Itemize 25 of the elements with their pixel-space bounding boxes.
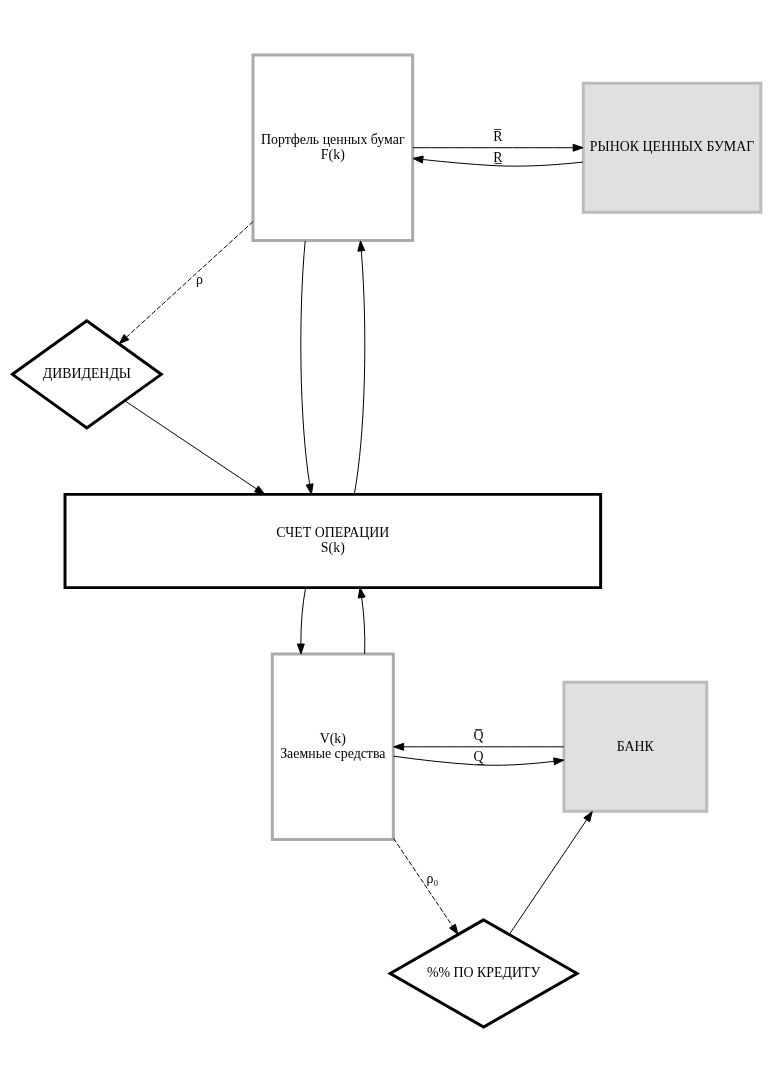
arrow — [412, 155, 584, 167]
node-box: РЫНОК ЦЕННЫХ БУМАГ — [581, 81, 763, 214]
edge-label: ρ₀ — [426, 871, 439, 887]
arrow — [393, 742, 565, 751]
node-box: Портфель ценных бумаг F(k) — [251, 53, 415, 242]
edge-label: Q̲ — [473, 748, 484, 764]
edge-label: R̅ — [493, 128, 503, 144]
arrow — [124, 400, 266, 495]
edge-label: ρ — [195, 272, 203, 288]
node-diamond: %% ПО КРЕДИТУ — [387, 918, 580, 1029]
edge-label: Q̅ — [473, 728, 484, 744]
arrow — [118, 221, 254, 345]
node-diamond: ДИВИДЕНДЫ — [9, 318, 164, 430]
arrow — [508, 811, 593, 936]
node-box: V(k) Заемные средства — [270, 652, 395, 842]
arrow — [393, 837, 459, 935]
arrow — [353, 240, 366, 495]
node-box: СЧЕТ ОПЕРАЦИИ S(k) — [63, 492, 603, 590]
arrow — [357, 587, 366, 655]
edge-label: R̲ — [493, 149, 503, 165]
arrow — [412, 143, 584, 152]
node-box: БАНК — [562, 680, 709, 813]
arrow — [300, 240, 314, 495]
arrow — [393, 755, 565, 766]
arrow — [296, 587, 307, 655]
